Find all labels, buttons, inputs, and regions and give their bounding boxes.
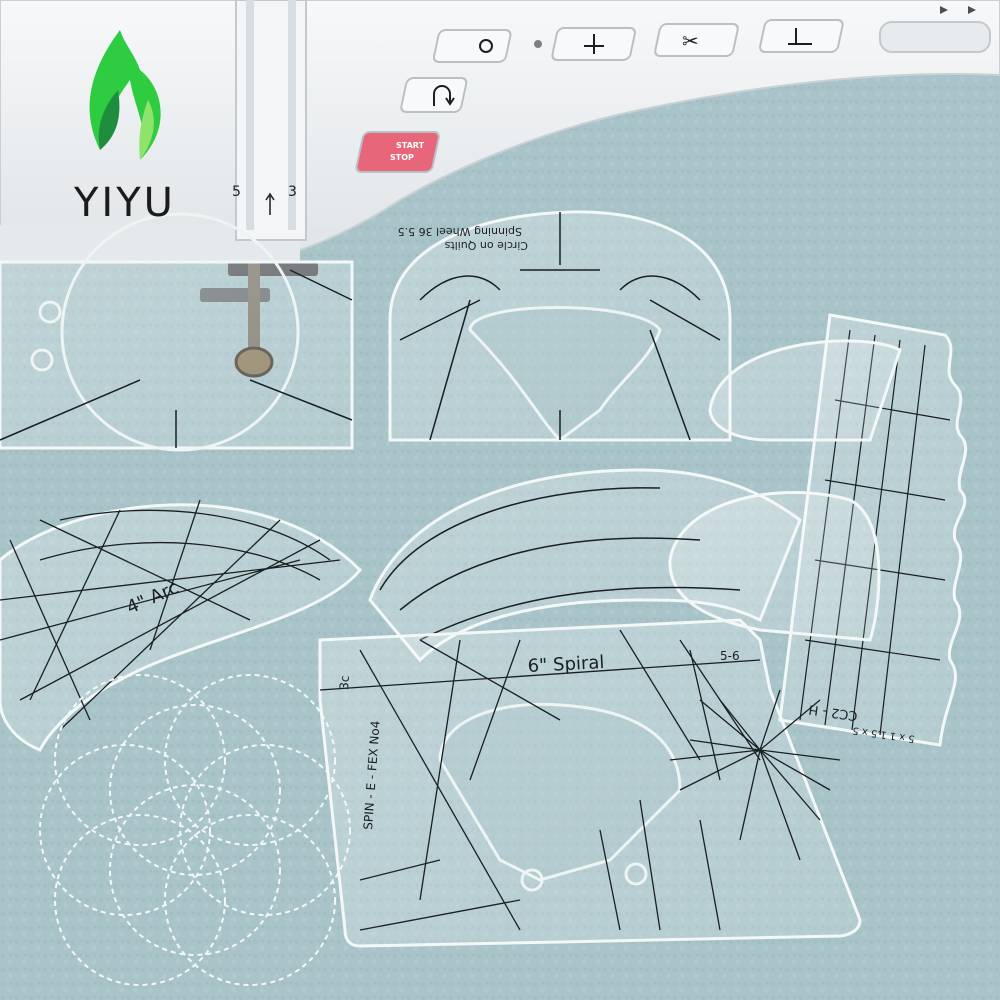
six-inch-spiral-ruler: 6" Spiral SPIN - E - FEX No4 3c 5-6	[318, 618, 862, 948]
start-stop-button[interactable]: START STOP	[355, 131, 440, 173]
machine-play-indicator	[940, 6, 976, 14]
machine-button-needle-up-down[interactable]	[551, 27, 636, 61]
machine-button-reverse-stitch[interactable]	[400, 77, 468, 113]
spiral-starburst	[669, 689, 841, 861]
spiral-ruler-label: 6" Spiral	[527, 652, 605, 677]
brand-logo: YIYU	[73, 30, 176, 226]
spinning-wheel-line2: Spinning Wheel 36 5.5	[398, 225, 522, 238]
thread-cutter-icon: ✂	[682, 29, 699, 53]
spinning-wheel-ruler: Circle on Quilts Spinning Wheel 36 5.5	[388, 210, 732, 442]
stitched-flower-pattern	[39, 674, 351, 986]
half-disc-upper	[708, 339, 902, 442]
square-circle-ruler	[0, 212, 354, 452]
needle-scale-left: 5	[232, 184, 241, 200]
four-inch-arc-ruler: 4" Arc	[0, 499, 363, 752]
spiral-corner-left: 3c	[337, 675, 352, 690]
needle-scale-right: 3	[288, 184, 297, 200]
comb-code: CC2 - H	[808, 701, 859, 723]
reverse-stitch-icon	[433, 85, 455, 106]
needle-up-down-icon	[584, 34, 604, 54]
brand-name: YIYU	[73, 180, 176, 226]
machine-button-needle-position[interactable]	[432, 29, 512, 63]
spinning-wheel-line1: Circle on Quilts	[444, 239, 528, 252]
spiral-corner-right: 5-6	[720, 649, 740, 663]
machine-button-presser-foot[interactable]	[759, 19, 844, 53]
needle-position-icon	[479, 39, 493, 53]
start-label: START	[396, 141, 425, 150]
stop-label: STOP	[390, 153, 414, 162]
machine-button-thread-cutter[interactable]: ✂	[654, 23, 739, 57]
play-icon	[940, 6, 976, 14]
large-arc-band-ruler	[368, 468, 802, 663]
presser-foot-icon	[788, 28, 812, 45]
